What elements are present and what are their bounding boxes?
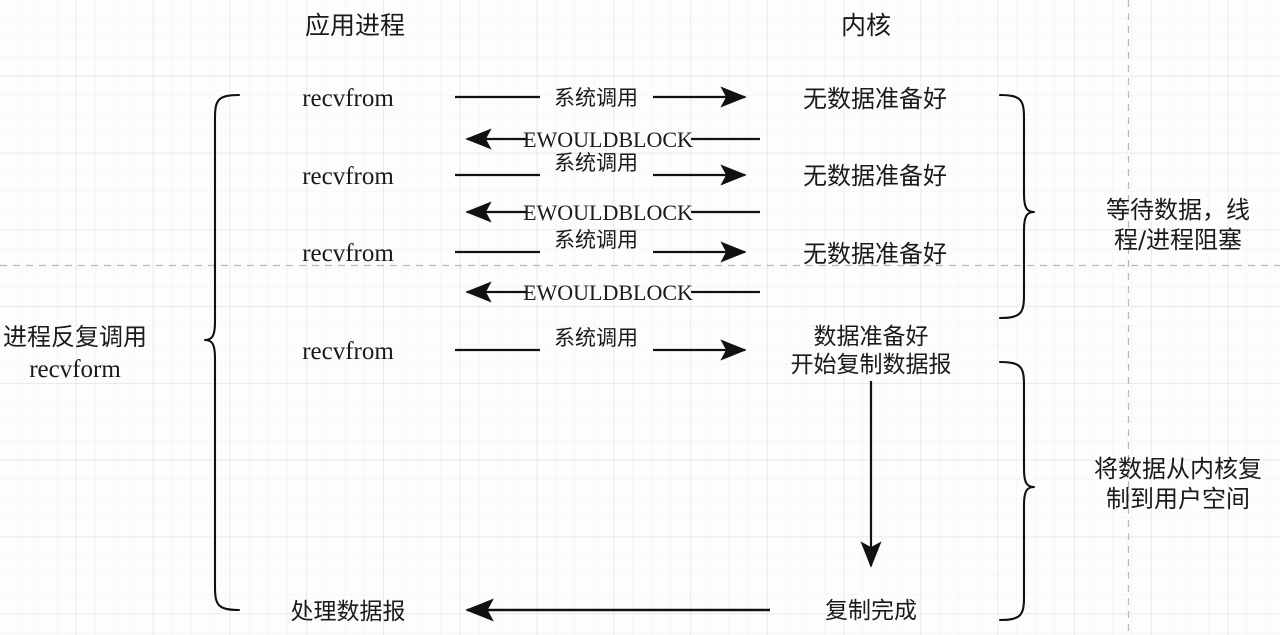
right-note-copy-line2: 制到用户空间 [1106, 485, 1250, 513]
arrow-syscall-3: 系统调用 [455, 228, 747, 263]
arrow-label-ewouldblock-3: EWOULDBLOCK [523, 280, 693, 305]
arrow-ewouldblock-1: EWOULDBLOCK [465, 127, 760, 152]
kernel-state-2: 无数据准备好 [803, 162, 947, 190]
call-label-recvfrom-1: recvfrom [302, 85, 394, 112]
right-brace-waiting [998, 93, 1036, 320]
app-process-result-label: 处理数据报 [291, 599, 406, 625]
left-note-line2: recvform [29, 356, 121, 383]
arrow-syscall-2: 系统调用 [455, 151, 747, 186]
title-application-process: 应用进程 [305, 11, 405, 40]
arrow-label-syscall-3: 系统调用 [554, 228, 638, 252]
kernel-state-3: 无数据准备好 [803, 240, 947, 268]
left-note-line1: 进程反复调用 [3, 323, 147, 351]
right-brace-copy [998, 360, 1036, 622]
arrow-label-ewouldblock-2: EWOULDBLOCK [523, 200, 693, 225]
kernel-ready-line1: 数据准备好 [814, 324, 929, 350]
kernel-state-1: 无数据准备好 [803, 85, 947, 113]
arrow-label-syscall-1: 系统调用 [554, 86, 638, 110]
right-note-copy-line1: 将数据从内核复 [1094, 455, 1262, 483]
call-label-recvfrom-3: recvfrom [302, 240, 394, 267]
kernel-copy-done: 复制完成 [825, 598, 917, 624]
left-brace [203, 93, 241, 612]
call-label-recvfrom-2: recvfrom [302, 163, 394, 190]
right-note-waiting-line2: 程/进程阻塞 [1114, 226, 1242, 254]
kernel-ready-line2: 开始复制数据报 [791, 352, 952, 378]
arrow-syscall-1: 系统调用 [455, 86, 747, 110]
arrow-ewouldblock-2: EWOULDBLOCK [465, 200, 760, 225]
right-note-waiting-line1: 等待数据，线 [1106, 196, 1250, 224]
arrow-label-ewouldblock-1: EWOULDBLOCK [523, 127, 693, 152]
arrow-label-syscall-4: 系统调用 [554, 326, 638, 350]
arrow-syscall-4: 系统调用 [455, 326, 747, 361]
arrow-ewouldblock-3: EWOULDBLOCK [465, 280, 760, 305]
arrow-label-syscall-2: 系统调用 [554, 151, 638, 175]
title-kernel: 内核 [841, 11, 891, 40]
call-label-recvfrom-4: recvfrom [302, 338, 394, 365]
